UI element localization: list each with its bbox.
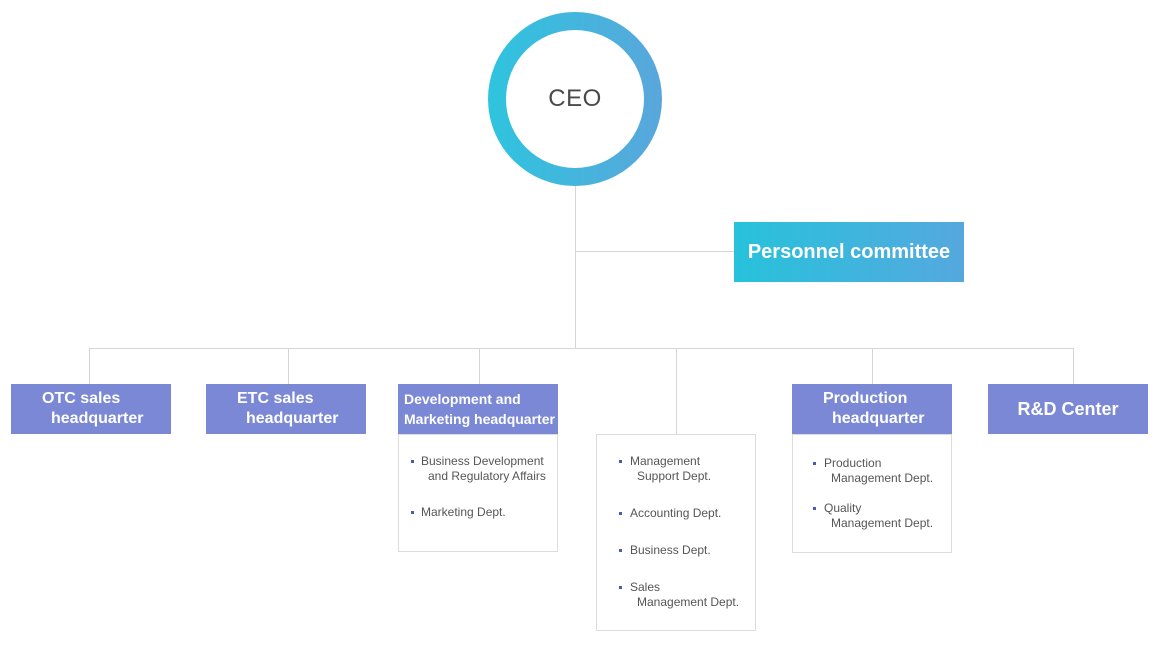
otc-sales-line2: headquarter (51, 410, 144, 427)
otc-sales-line1: OTC sales (42, 390, 121, 407)
management-departments-list: Management Support Dept. Accounting Dept… (596, 434, 756, 631)
devmkt-departments-list: Business Development and Regulatory Affa… (398, 434, 558, 552)
etc-sales-headquarter-box: ETC sales headquarter (206, 384, 366, 434)
connector-production (872, 348, 873, 384)
production-headquarter-box: Production headquarter (792, 384, 952, 434)
development-marketing-headquarter-box: Development and Marketing headquarter (398, 384, 558, 434)
dept-line1: Business Development (421, 454, 544, 468)
dept-line1: Production (824, 456, 882, 470)
connector-mgmt (676, 348, 677, 434)
bullet-icon (813, 462, 816, 465)
dept-line1: Sales (630, 580, 661, 594)
production-line2: headquarter (832, 410, 925, 427)
ceo-label: CEO (548, 85, 602, 112)
bullet-icon (619, 512, 622, 515)
ceo-inner: CEO (506, 30, 644, 168)
etc-sales-line2: headquarter (246, 410, 339, 427)
connector-ceo-trunk (575, 186, 576, 348)
production-line1: Production (823, 390, 908, 407)
connector-etc (288, 348, 289, 384)
connector-horizontal (89, 348, 1074, 349)
dept-line1: Accounting Dept. (630, 506, 722, 520)
bullet-icon (411, 460, 414, 463)
personnel-committee-box: Personnel committee (734, 222, 964, 282)
ceo-node: CEO (488, 12, 662, 186)
otc-sales-headquarter-box: OTC sales headquarter (11, 384, 171, 434)
dept-line2: and Regulatory Affairs (428, 469, 546, 483)
personnel-committee-label: Personnel committee (747, 240, 951, 263)
connector-rnd (1073, 348, 1074, 384)
bullet-icon (411, 511, 414, 514)
dept-line2: Support Dept. (637, 469, 712, 483)
devmkt-line1: Development and (404, 391, 521, 407)
dept-line2: Management Dept. (831, 471, 934, 485)
dept-line1: Marketing Dept. (421, 505, 506, 519)
bullet-icon (619, 549, 622, 552)
production-departments-list: Production Management Dept. Quality Mana… (792, 434, 952, 553)
bullet-icon (619, 586, 622, 589)
dept-line2: Management Dept. (831, 516, 934, 530)
dept-line1: Management (630, 454, 701, 468)
dept-line1: Quality (824, 501, 862, 515)
rnd-center-label: R&D Center (1017, 399, 1119, 419)
connector-devmkt (479, 348, 480, 384)
etc-sales-line1: ETC sales (237, 390, 314, 407)
connector-otc (89, 348, 90, 384)
dept-line2: Management Dept. (637, 595, 740, 609)
bullet-icon (813, 507, 816, 510)
connector-committee (575, 251, 734, 252)
bullet-icon (619, 460, 622, 463)
rnd-center-box: R&D Center (988, 384, 1148, 434)
dept-line1: Business Dept. (630, 543, 711, 557)
devmkt-line2: Marketing headquarter (404, 411, 555, 427)
